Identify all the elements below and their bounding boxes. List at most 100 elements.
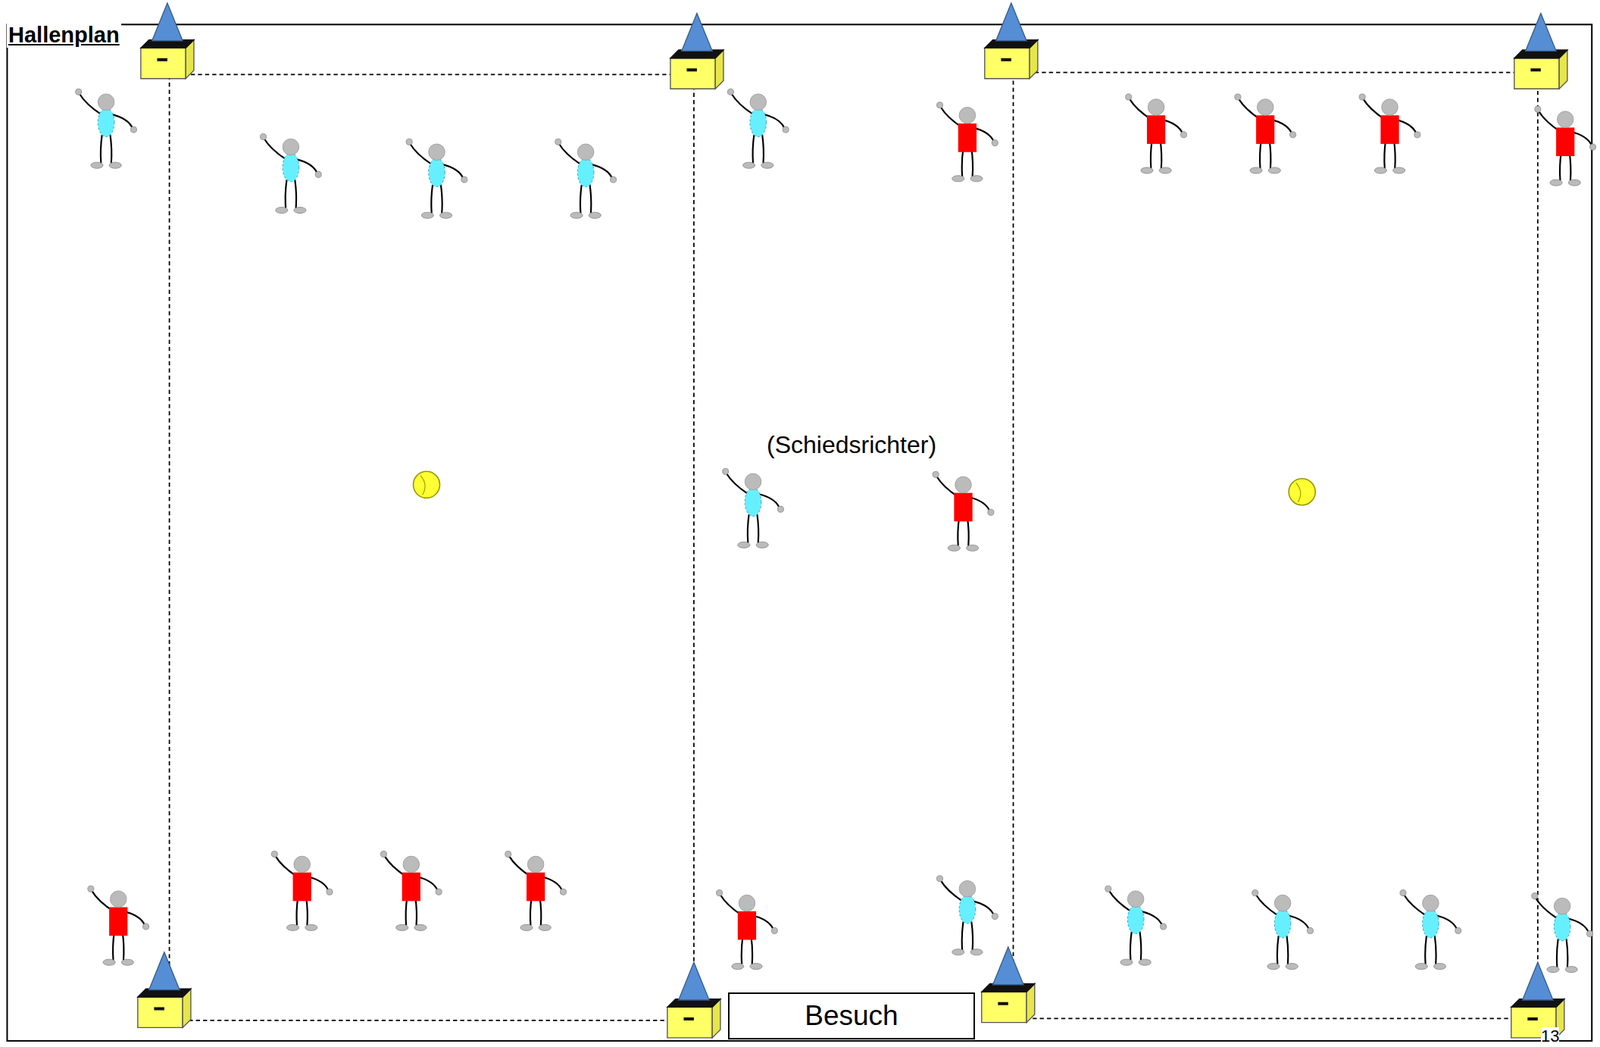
cone-on-box [981, 946, 1035, 1023]
shape-part [959, 894, 976, 924]
shape-part [1535, 897, 1557, 919]
cyan-player [259, 133, 322, 213]
shape-part [1274, 894, 1291, 912]
shape-part [421, 212, 434, 219]
shape-part [1556, 111, 1574, 129]
shape-part [1400, 890, 1407, 897]
shape-part [957, 517, 960, 547]
shape-part [966, 544, 979, 551]
cyan-player [406, 138, 468, 219]
shape-part [153, 1006, 164, 1010]
shape-part [380, 850, 387, 857]
shape-part [1415, 963, 1428, 970]
shape-part [1269, 140, 1272, 169]
shape-part [981, 991, 1027, 1022]
shape-part [293, 872, 312, 902]
shape-part [1306, 927, 1313, 934]
shape-part [293, 856, 311, 873]
shape-part [762, 134, 764, 164]
red-player [380, 850, 442, 931]
shape-part [1425, 935, 1427, 965]
shape-part [1455, 927, 1462, 934]
shape-part [530, 896, 532, 926]
shape-part [1403, 894, 1425, 916]
shape-part [738, 894, 756, 912]
shape-part [1267, 963, 1280, 970]
shape-part [590, 184, 592, 214]
box-label: Besuch [804, 1000, 898, 1032]
shape-part [1565, 966, 1578, 973]
shape-part [750, 963, 763, 970]
shape-part [609, 176, 616, 183]
shape-part [1150, 140, 1153, 169]
shape-part [962, 921, 964, 950]
shape-part [1109, 890, 1131, 912]
red-player [716, 890, 779, 970]
shape-part [520, 924, 533, 931]
shape-part [1553, 897, 1571, 915]
field-lines [169, 72, 1538, 1021]
shape-part [264, 138, 286, 160]
shape-part [1434, 935, 1437, 965]
shape-part [275, 206, 288, 213]
shape-part [431, 184, 433, 214]
shape-part [137, 996, 183, 1028]
shape-part [294, 179, 297, 209]
shape-part [737, 541, 750, 548]
cone-on-box [984, 3, 1038, 79]
shape-part [435, 888, 442, 895]
shape-part [403, 856, 420, 873]
shape-part [1422, 909, 1440, 938]
shape-part [326, 888, 333, 895]
shape-part [667, 1006, 713, 1038]
shape-part [1285, 963, 1298, 970]
shape-part [306, 896, 308, 926]
shape-part [1393, 167, 1406, 174]
shape-part [97, 93, 115, 111]
shape-part [140, 47, 186, 79]
shape-part [953, 493, 972, 522]
shape-part [282, 153, 300, 182]
red-player [1234, 93, 1297, 174]
shape-part [678, 962, 710, 1000]
shape-part [962, 147, 964, 177]
shape-part [271, 850, 278, 857]
shape-part [440, 184, 443, 214]
shape-part [1127, 905, 1144, 935]
shape-part [527, 856, 544, 873]
red-player [271, 850, 333, 931]
hall-border [6, 24, 1592, 1041]
shape-part [1531, 893, 1538, 900]
shape-part [1125, 93, 1132, 100]
shape-part [406, 896, 408, 926]
cone-on-box [667, 962, 721, 1038]
shape-part [1393, 140, 1396, 169]
shape-part [1374, 167, 1387, 174]
shape-part [1140, 167, 1154, 174]
shape-part [97, 108, 115, 138]
shape-part [1556, 938, 1559, 968]
red-player [932, 471, 994, 551]
shape-part [1159, 167, 1172, 174]
shape-part [756, 514, 759, 544]
shape-part [143, 923, 150, 930]
shape-part [1568, 179, 1581, 186]
shape-part [987, 509, 994, 516]
referee-label: (Schiedsrichter) [766, 431, 937, 459]
shape-part [991, 913, 998, 920]
shape-part [936, 875, 943, 882]
shape-part [1234, 93, 1241, 100]
shape-part [121, 959, 134, 966]
red-player [505, 850, 567, 931]
shape-part [991, 140, 998, 147]
shape-part [753, 134, 755, 164]
visitor-box: Besuch [728, 992, 975, 1040]
shape-part [570, 212, 583, 219]
shape-part [1256, 99, 1274, 116]
shape-part [932, 471, 939, 478]
shape-part [130, 126, 137, 133]
shape-part [958, 123, 977, 153]
shape-part [952, 949, 965, 956]
shape-part [971, 921, 973, 950]
